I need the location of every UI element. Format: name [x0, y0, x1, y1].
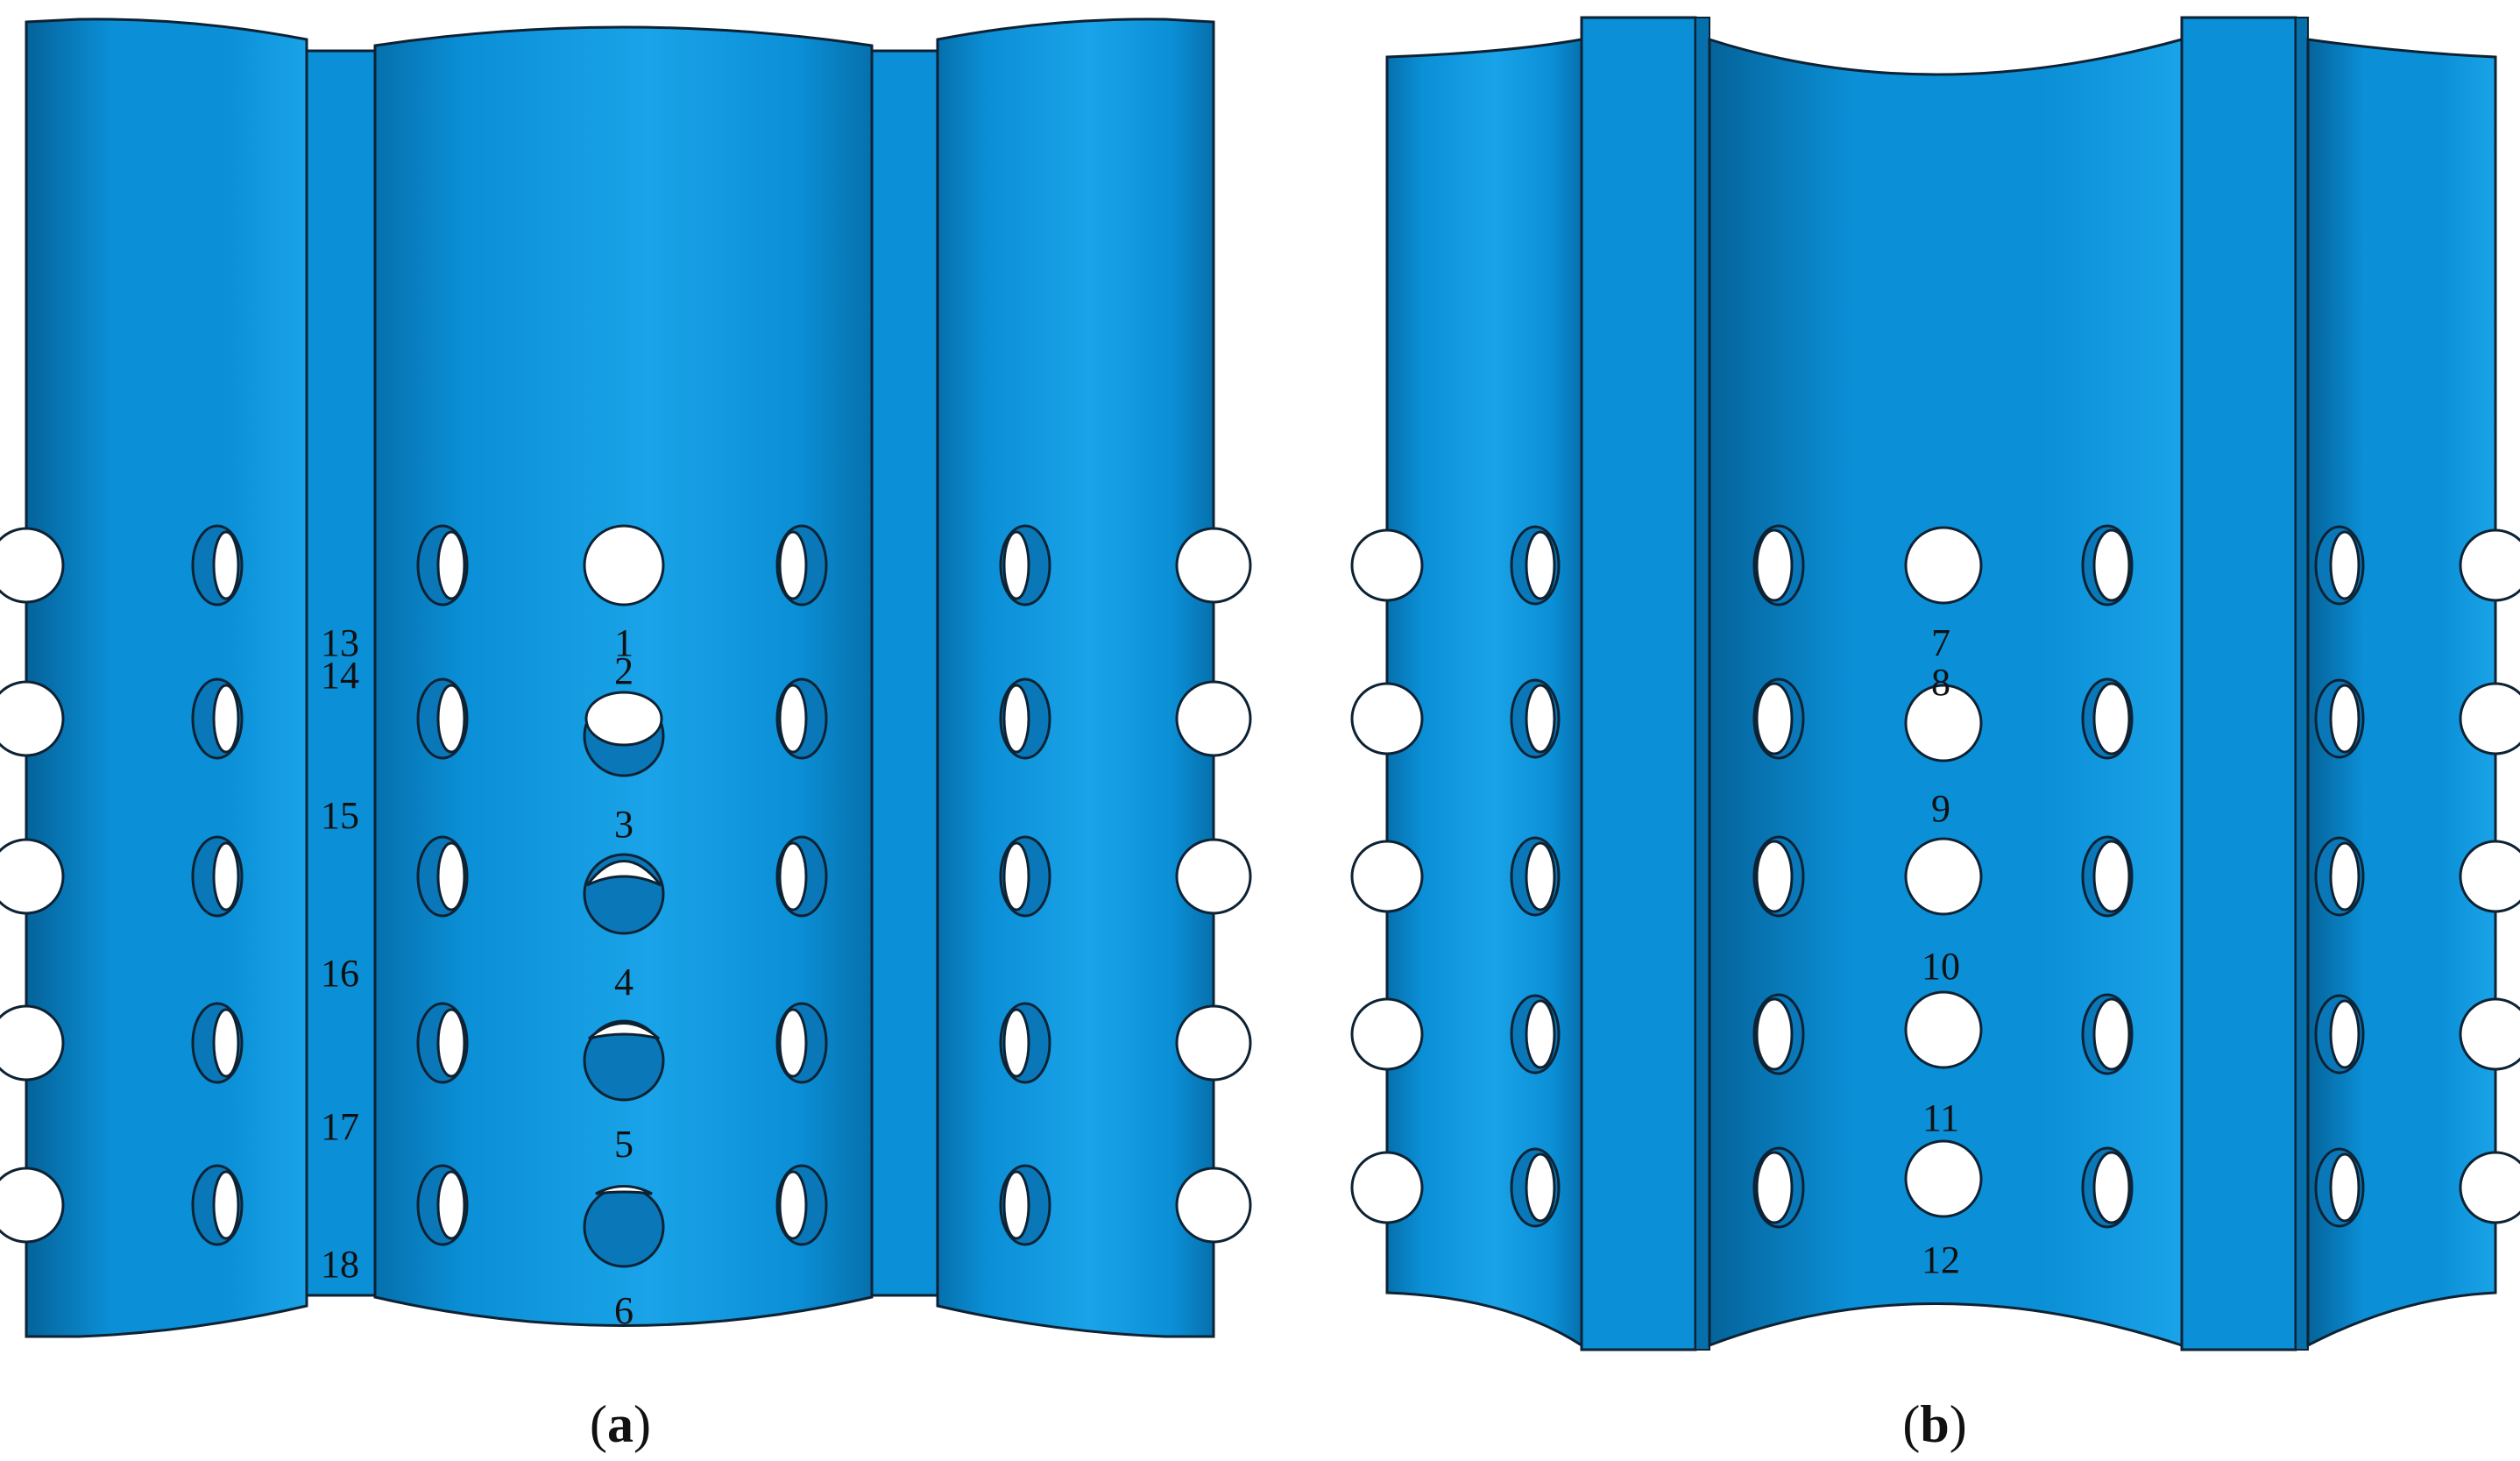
- panel-b-right-rib: [2180, 16, 2297, 1351]
- hole-3: [585, 860, 662, 887]
- hole-7: [1904, 526, 1983, 605]
- label-3: 3: [614, 803, 634, 846]
- hole-9: [1904, 837, 1983, 916]
- panel-a-caption: (a): [590, 1395, 651, 1453]
- panel-a-side-holes: [191, 524, 1051, 1246]
- panel-a-labels: 1 2 3 4 5 6 13 14 15 16 17 18: [321, 621, 634, 1332]
- label-13: 13: [321, 621, 359, 664]
- label-11: 11: [1922, 1096, 1959, 1139]
- label-15: 15: [321, 794, 359, 837]
- label-6: 6: [614, 1289, 634, 1332]
- hole-2: [584, 691, 663, 747]
- panel-a-left-strip: [305, 49, 377, 1297]
- label-16: 16: [321, 952, 359, 995]
- label-12: 12: [1922, 1238, 1960, 1281]
- panel-b-side-holes: [1510, 524, 2365, 1229]
- panel-a-left-cylinder: [25, 18, 308, 1338]
- hole-1: [583, 524, 665, 606]
- panel-b-edge-notches: [1350, 528, 2520, 1224]
- panel-a-right-cylinder: [936, 18, 1215, 1338]
- hole-8: [1904, 684, 1983, 762]
- label-7: 7: [1931, 621, 1950, 664]
- label-9: 9: [1931, 787, 1950, 830]
- panel-a-edge-notches: [0, 527, 1252, 1244]
- panel-b-center-holes: [1904, 526, 1983, 1218]
- label-17: 17: [321, 1105, 359, 1148]
- label-8: 8: [1931, 661, 1950, 704]
- panel-a-center-holes: [583, 524, 665, 1268]
- hole-5: [595, 1185, 653, 1195]
- hole-11: [1904, 1139, 1983, 1218]
- label-14: 14: [321, 654, 359, 697]
- panel-b-caption: (b): [1902, 1395, 1966, 1453]
- label-5: 5: [614, 1123, 634, 1166]
- panel-a-center-cylinder: [373, 25, 874, 1327]
- hole-10: [1904, 990, 1983, 1069]
- label-4: 4: [614, 961, 634, 1004]
- hole-4: [588, 1022, 660, 1040]
- label-2: 2: [614, 649, 634, 692]
- panel-b-left-rib: [1580, 16, 1697, 1351]
- panel-b: 7 8 9 10 11 12 (b): [1350, 16, 2520, 1453]
- panel-a-right-strip: [870, 49, 939, 1297]
- label-18: 18: [321, 1243, 359, 1286]
- label-10: 10: [1922, 945, 1960, 988]
- label-1: 1: [614, 621, 634, 664]
- panel-b-labels: 7 8 9 10 11 12: [1922, 621, 1960, 1281]
- panel-a: 1 2 3 4 5 6 13 14 15 16 17 18 (a): [0, 18, 1252, 1453]
